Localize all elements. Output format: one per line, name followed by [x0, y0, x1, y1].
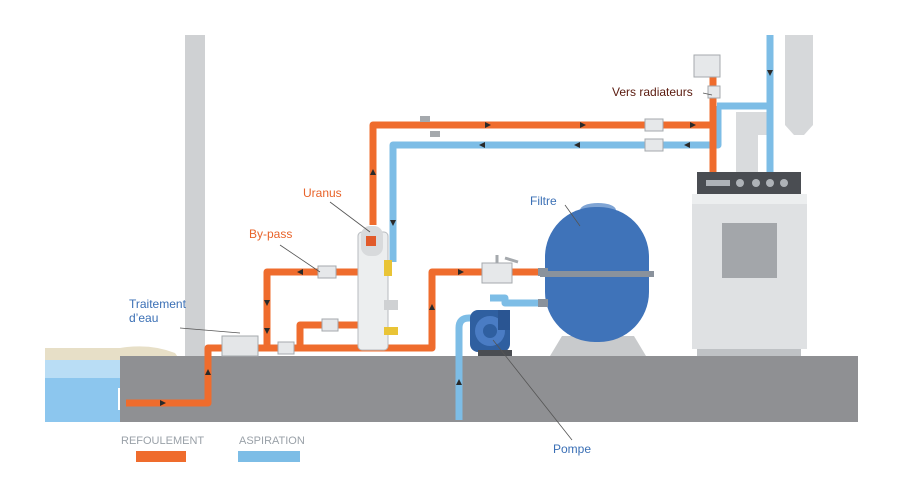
leader-lines [179, 92, 713, 441]
label-by-pass: By-pass [249, 227, 292, 241]
label-traitement-line2: d’eau [129, 311, 158, 325]
legend: REFOULEMENT ASPIRATION [121, 435, 305, 462]
legend-refoulement-swatch [136, 451, 186, 462]
orange-bypass-lower [296, 321, 362, 346]
uranus-unit [357, 226, 398, 351]
legend-aspiration-label: ASPIRATION [239, 435, 305, 447]
blue-filter-outlet [490, 294, 545, 307]
label-pompe: Pompe [553, 442, 591, 456]
label-filtre: Filtre [530, 194, 557, 208]
label-traitement-line1: Traitement [129, 297, 187, 311]
sand-filter [538, 203, 654, 356]
legend-aspiration-swatch [238, 451, 300, 462]
wall-pillar [185, 35, 205, 360]
floor-slab [120, 356, 858, 422]
boiler [692, 172, 807, 356]
legend-refoulement-label: REFOULEMENT [121, 435, 204, 447]
flow-arrows [160, 70, 773, 406]
blue-main-return [389, 106, 722, 262]
multiport-valve [481, 255, 519, 284]
chimney [736, 35, 813, 172]
orange-pool-return [126, 268, 545, 407]
pool [45, 346, 180, 422]
water-treatment-unit [221, 335, 259, 357]
label-vers-radiateurs: Vers radiateurs [612, 85, 693, 99]
aspiration-pipes [389, 35, 774, 420]
valves [277, 54, 721, 355]
orange-bypass [263, 268, 362, 346]
blue-suction [455, 314, 488, 420]
label-uranus: Uranus [303, 186, 342, 200]
pump [470, 310, 512, 356]
